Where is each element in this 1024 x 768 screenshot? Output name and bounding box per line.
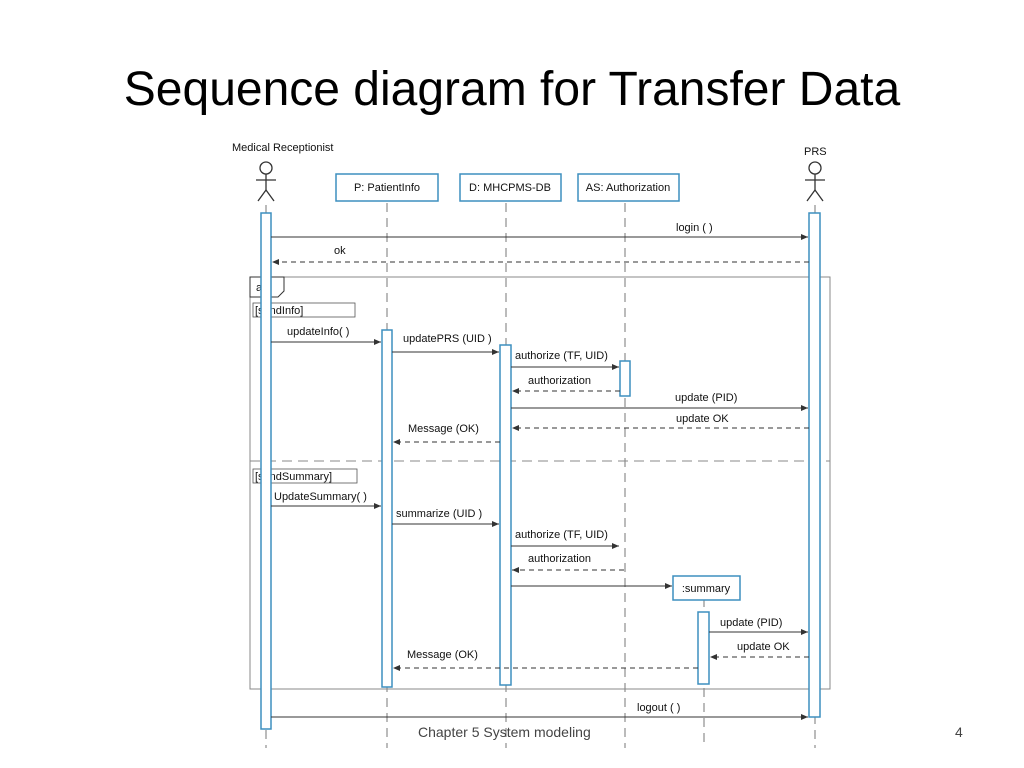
msg-update-pid-1-label: update (PID) — [675, 392, 737, 404]
msg-message-ok-2-label: Message (OK) — [407, 649, 478, 661]
msg-authorize-2-label: authorize (TF, UID) — [515, 529, 608, 541]
activation-authorization — [619, 360, 631, 397]
msg-update-prs-label: updatePRS (UID ) — [403, 333, 492, 345]
msg-summarize-label: summarize (UID ) — [396, 508, 482, 520]
guard-send-info-box — [252, 302, 356, 318]
activation-prs — [808, 212, 821, 718]
activation-receptionist — [260, 212, 272, 730]
footer-text: Chapter 5 System modeling — [418, 724, 591, 740]
object-db-label: D: MHCPMS-DB — [469, 182, 551, 194]
msg-authorization-1-label: authorization — [528, 375, 591, 387]
guard-send-summary-box — [252, 468, 358, 484]
msg-login-label: login ( ) — [676, 222, 713, 234]
activation-summary — [697, 611, 710, 685]
page-number: 4 — [955, 724, 963, 740]
object-authorization-box — [577, 173, 680, 202]
actor-prs-label: PRS — [804, 146, 827, 158]
alt-fragment-frame — [249, 276, 831, 690]
actor-prs-icon — [805, 161, 825, 202]
msg-ok-label: ok — [334, 245, 346, 257]
msg-update-summary-label: UpdateSummary( ) — [274, 491, 367, 503]
activation-db — [499, 344, 512, 686]
object-authorization-label: AS: Authorization — [586, 182, 670, 194]
msg-update-info-label: updateInfo( ) — [287, 326, 349, 338]
msg-logout-label: logout ( ) — [637, 702, 680, 714]
msg-update-pid-2-label: update (PID) — [720, 617, 782, 629]
guard-send-summary-label: [sendSummary] — [255, 471, 332, 483]
msg-update-ok-1-label: update OK — [676, 413, 729, 425]
slide-title: Sequence diagram for Transfer Data — [123, 63, 901, 116]
msg-authorize-1-label: authorize (TF, UID) — [515, 350, 608, 362]
object-patient-info-box — [335, 173, 439, 202]
object-db-box — [459, 173, 562, 202]
actor-receptionist-icon — [256, 161, 276, 202]
msg-message-ok-1-label: Message (OK) — [408, 423, 479, 435]
object-summary-box — [672, 575, 741, 601]
actor-receptionist-label: Medical Receptionist — [232, 142, 334, 154]
object-patient-info-label: P: PatientInfo — [354, 182, 420, 194]
activation-patient-info — [381, 329, 393, 688]
object-summary-label: :summary — [682, 583, 731, 595]
msg-update-ok-2-label: update OK — [737, 641, 790, 653]
msg-authorization-2-label: authorization — [528, 553, 591, 565]
